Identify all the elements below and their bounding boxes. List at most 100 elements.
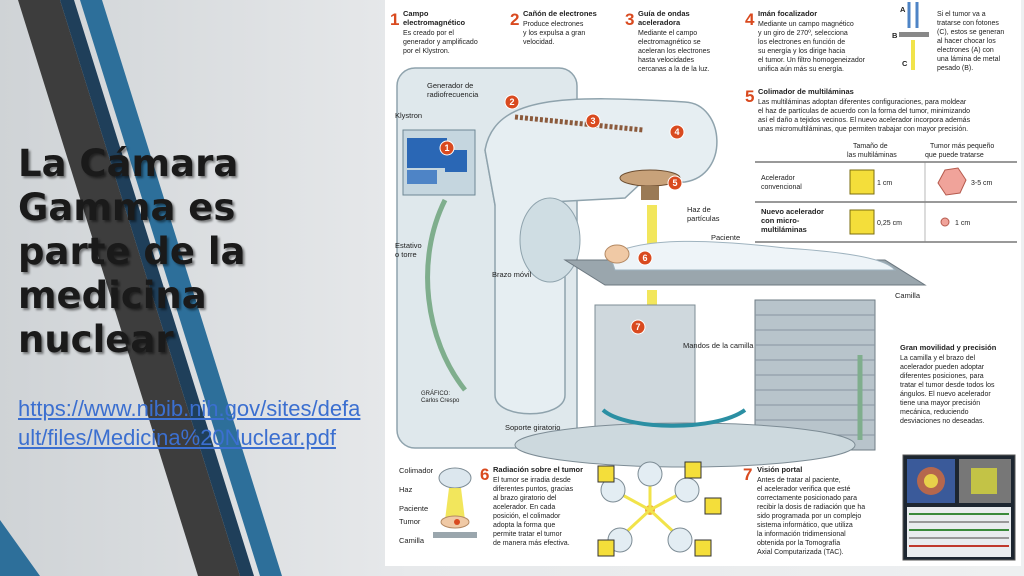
tumor-note: una lámina de metal bbox=[937, 56, 1000, 63]
table-row-name: Nuevo acelerador bbox=[761, 207, 824, 216]
label-soporte: Soporte giratorio bbox=[505, 423, 560, 432]
svg-text:4: 4 bbox=[674, 127, 679, 137]
rotating-base bbox=[514, 422, 856, 468]
step-text: de manera más efectiva. bbox=[493, 540, 570, 547]
tumor-note: tratarse con fotones bbox=[937, 20, 999, 27]
label-paciente: Paciente bbox=[711, 233, 740, 242]
label-estativo: Estativo bbox=[395, 241, 422, 250]
rotation-arrow bbox=[425, 198, 467, 392]
step-text: su energía y los dirige hacia bbox=[758, 48, 845, 55]
colimador-diagram bbox=[433, 467, 477, 538]
table-row-name: con micro- bbox=[761, 216, 800, 225]
step-badge-5: 5 bbox=[667, 175, 683, 191]
movilidad-heading: Gran movilidad y precisión bbox=[900, 343, 997, 352]
step-text: cercanas a la de la luz. bbox=[638, 66, 710, 73]
step-text: sistema informático, que utiliza bbox=[757, 522, 853, 529]
tumor-note: al hacer chocar los bbox=[937, 38, 996, 45]
step-text: por el Klystron. bbox=[403, 48, 450, 55]
label-a: A bbox=[900, 5, 906, 14]
step-text: Antes de tratar al paciente, bbox=[757, 477, 841, 484]
slide-title: La Cámara Gamma es parte de la medicina … bbox=[18, 142, 368, 362]
label-b: B bbox=[892, 31, 898, 40]
label-generador: radiofrecuencia bbox=[427, 90, 479, 99]
step-number: 6 bbox=[480, 465, 489, 484]
step-text: sido programada por un complejo bbox=[757, 513, 861, 520]
movilidad-text: ángulos. El nuevo acelerador bbox=[900, 391, 991, 398]
step-text: acelerador. En cada bbox=[493, 504, 555, 511]
infographic-image: 1 2 3 4 5 6 7 1 Campo electromagnético E… bbox=[385, 0, 1021, 566]
step-text: hasta velocidades bbox=[638, 57, 695, 64]
step-text: Axial Computarizada (TAC). bbox=[757, 549, 844, 556]
step-heading: Guía de ondas bbox=[638, 9, 690, 18]
step-text: diferentes puntos, gracias bbox=[493, 486, 574, 493]
label-haz: partículas bbox=[687, 214, 720, 223]
step-badge-1: 1 bbox=[439, 140, 455, 156]
step-text: El tumor se irradia desde bbox=[493, 477, 571, 484]
title-line: parte de la bbox=[18, 230, 246, 273]
table-row-name: convencional bbox=[761, 184, 802, 191]
step-heading: Colimador de multiláminas bbox=[758, 87, 854, 96]
step-text: generador y amplificado bbox=[403, 39, 478, 46]
title-line: Gamma es bbox=[18, 186, 236, 229]
step-text: el tumor. Un filtro homogeneizador bbox=[758, 57, 866, 64]
step-number: 7 bbox=[743, 465, 752, 484]
waveguide bbox=[514, 114, 644, 133]
table-row-name: Acelerador bbox=[761, 175, 796, 182]
step-text: adopta la forma que bbox=[493, 522, 555, 529]
label-camilla: Camilla bbox=[895, 291, 921, 300]
colimador-label: Colimador bbox=[399, 466, 434, 475]
step-heading: Imán focalizador bbox=[758, 9, 817, 18]
svg-text:7: 7 bbox=[635, 322, 640, 332]
movilidad-text: desviaciones no deseadas. bbox=[900, 418, 985, 425]
step-text: unas micromultiláminas, que permiten tra… bbox=[758, 126, 968, 133]
step-text: Es creado por el bbox=[403, 30, 454, 37]
label-haz: Haz de bbox=[687, 205, 711, 214]
tumor-note: electrones (A) con bbox=[937, 47, 994, 54]
table-cell: 1 cm bbox=[955, 220, 970, 227]
source-link[interactable]: https://www.nibib.nih.gov/sites/default/… bbox=[18, 396, 361, 450]
label-grafico: Carlos Crespo bbox=[421, 398, 460, 404]
step-text: permite tratar el tumor bbox=[493, 531, 563, 538]
tumor-note: Si el tumor va a bbox=[937, 11, 986, 18]
table-col-header: Tamaño de bbox=[853, 143, 888, 150]
step-heading: Cañón de electrones bbox=[523, 9, 597, 18]
movilidad-text: tiene una mayor precisión bbox=[900, 400, 980, 407]
movilidad-text: mecánica, reduciendo bbox=[900, 409, 969, 416]
colimador-label: Camilla bbox=[399, 536, 425, 545]
couch-lift bbox=[754, 299, 876, 451]
step-text: Mediante el campo bbox=[638, 30, 697, 37]
step-text: el acelerador verifica que esté bbox=[757, 486, 850, 493]
table-col-header: las multiláminas bbox=[847, 152, 897, 159]
step-text: correctamente posicionado para bbox=[757, 495, 857, 502]
table-col-header: que puede tratarse bbox=[925, 152, 984, 159]
step-number: 3 bbox=[625, 10, 634, 29]
colimador-label: Tumor bbox=[399, 517, 421, 526]
step-text: la información tridimensional bbox=[757, 531, 846, 538]
table-cell: 1 cm bbox=[877, 180, 892, 187]
colimador-label: Paciente bbox=[399, 504, 428, 513]
step-text: obtenida por la Tomografía bbox=[757, 540, 840, 547]
step-text: y los expulsa a gran bbox=[523, 30, 585, 37]
portal-monitor bbox=[902, 454, 1016, 561]
gantry-disc bbox=[519, 197, 581, 283]
step-heading: Visión portal bbox=[757, 465, 802, 474]
step-text: y un giro de 270º, selecciona bbox=[758, 30, 848, 37]
step-heading: Radiación sobre el tumor bbox=[493, 465, 583, 474]
particle-beam bbox=[647, 205, 657, 255]
step-badge-2: 2 bbox=[504, 94, 520, 110]
label-mandos: Mandos de la camilla bbox=[683, 341, 754, 350]
tumor-note: (C), estos se generan bbox=[937, 29, 1004, 36]
step-text: Mediante un campo magnético bbox=[758, 21, 854, 28]
step-number: 4 bbox=[745, 10, 755, 29]
step-number: 5 bbox=[745, 87, 754, 106]
svg-text:5: 5 bbox=[672, 178, 677, 188]
svg-text:1: 1 bbox=[444, 143, 449, 153]
movilidad-text: diferentes posiciones, para bbox=[900, 373, 984, 380]
step-number: 2 bbox=[510, 10, 519, 29]
step-text: recibir la dosis de radiación que ha bbox=[757, 504, 865, 511]
step-text: Las multiláminas adoptan diferentes conf… bbox=[758, 99, 967, 106]
label-grafico: GRÁFICO: bbox=[421, 390, 450, 397]
step-text: unifica aún más su energía. bbox=[758, 66, 844, 73]
step-heading: Campo bbox=[403, 9, 429, 18]
